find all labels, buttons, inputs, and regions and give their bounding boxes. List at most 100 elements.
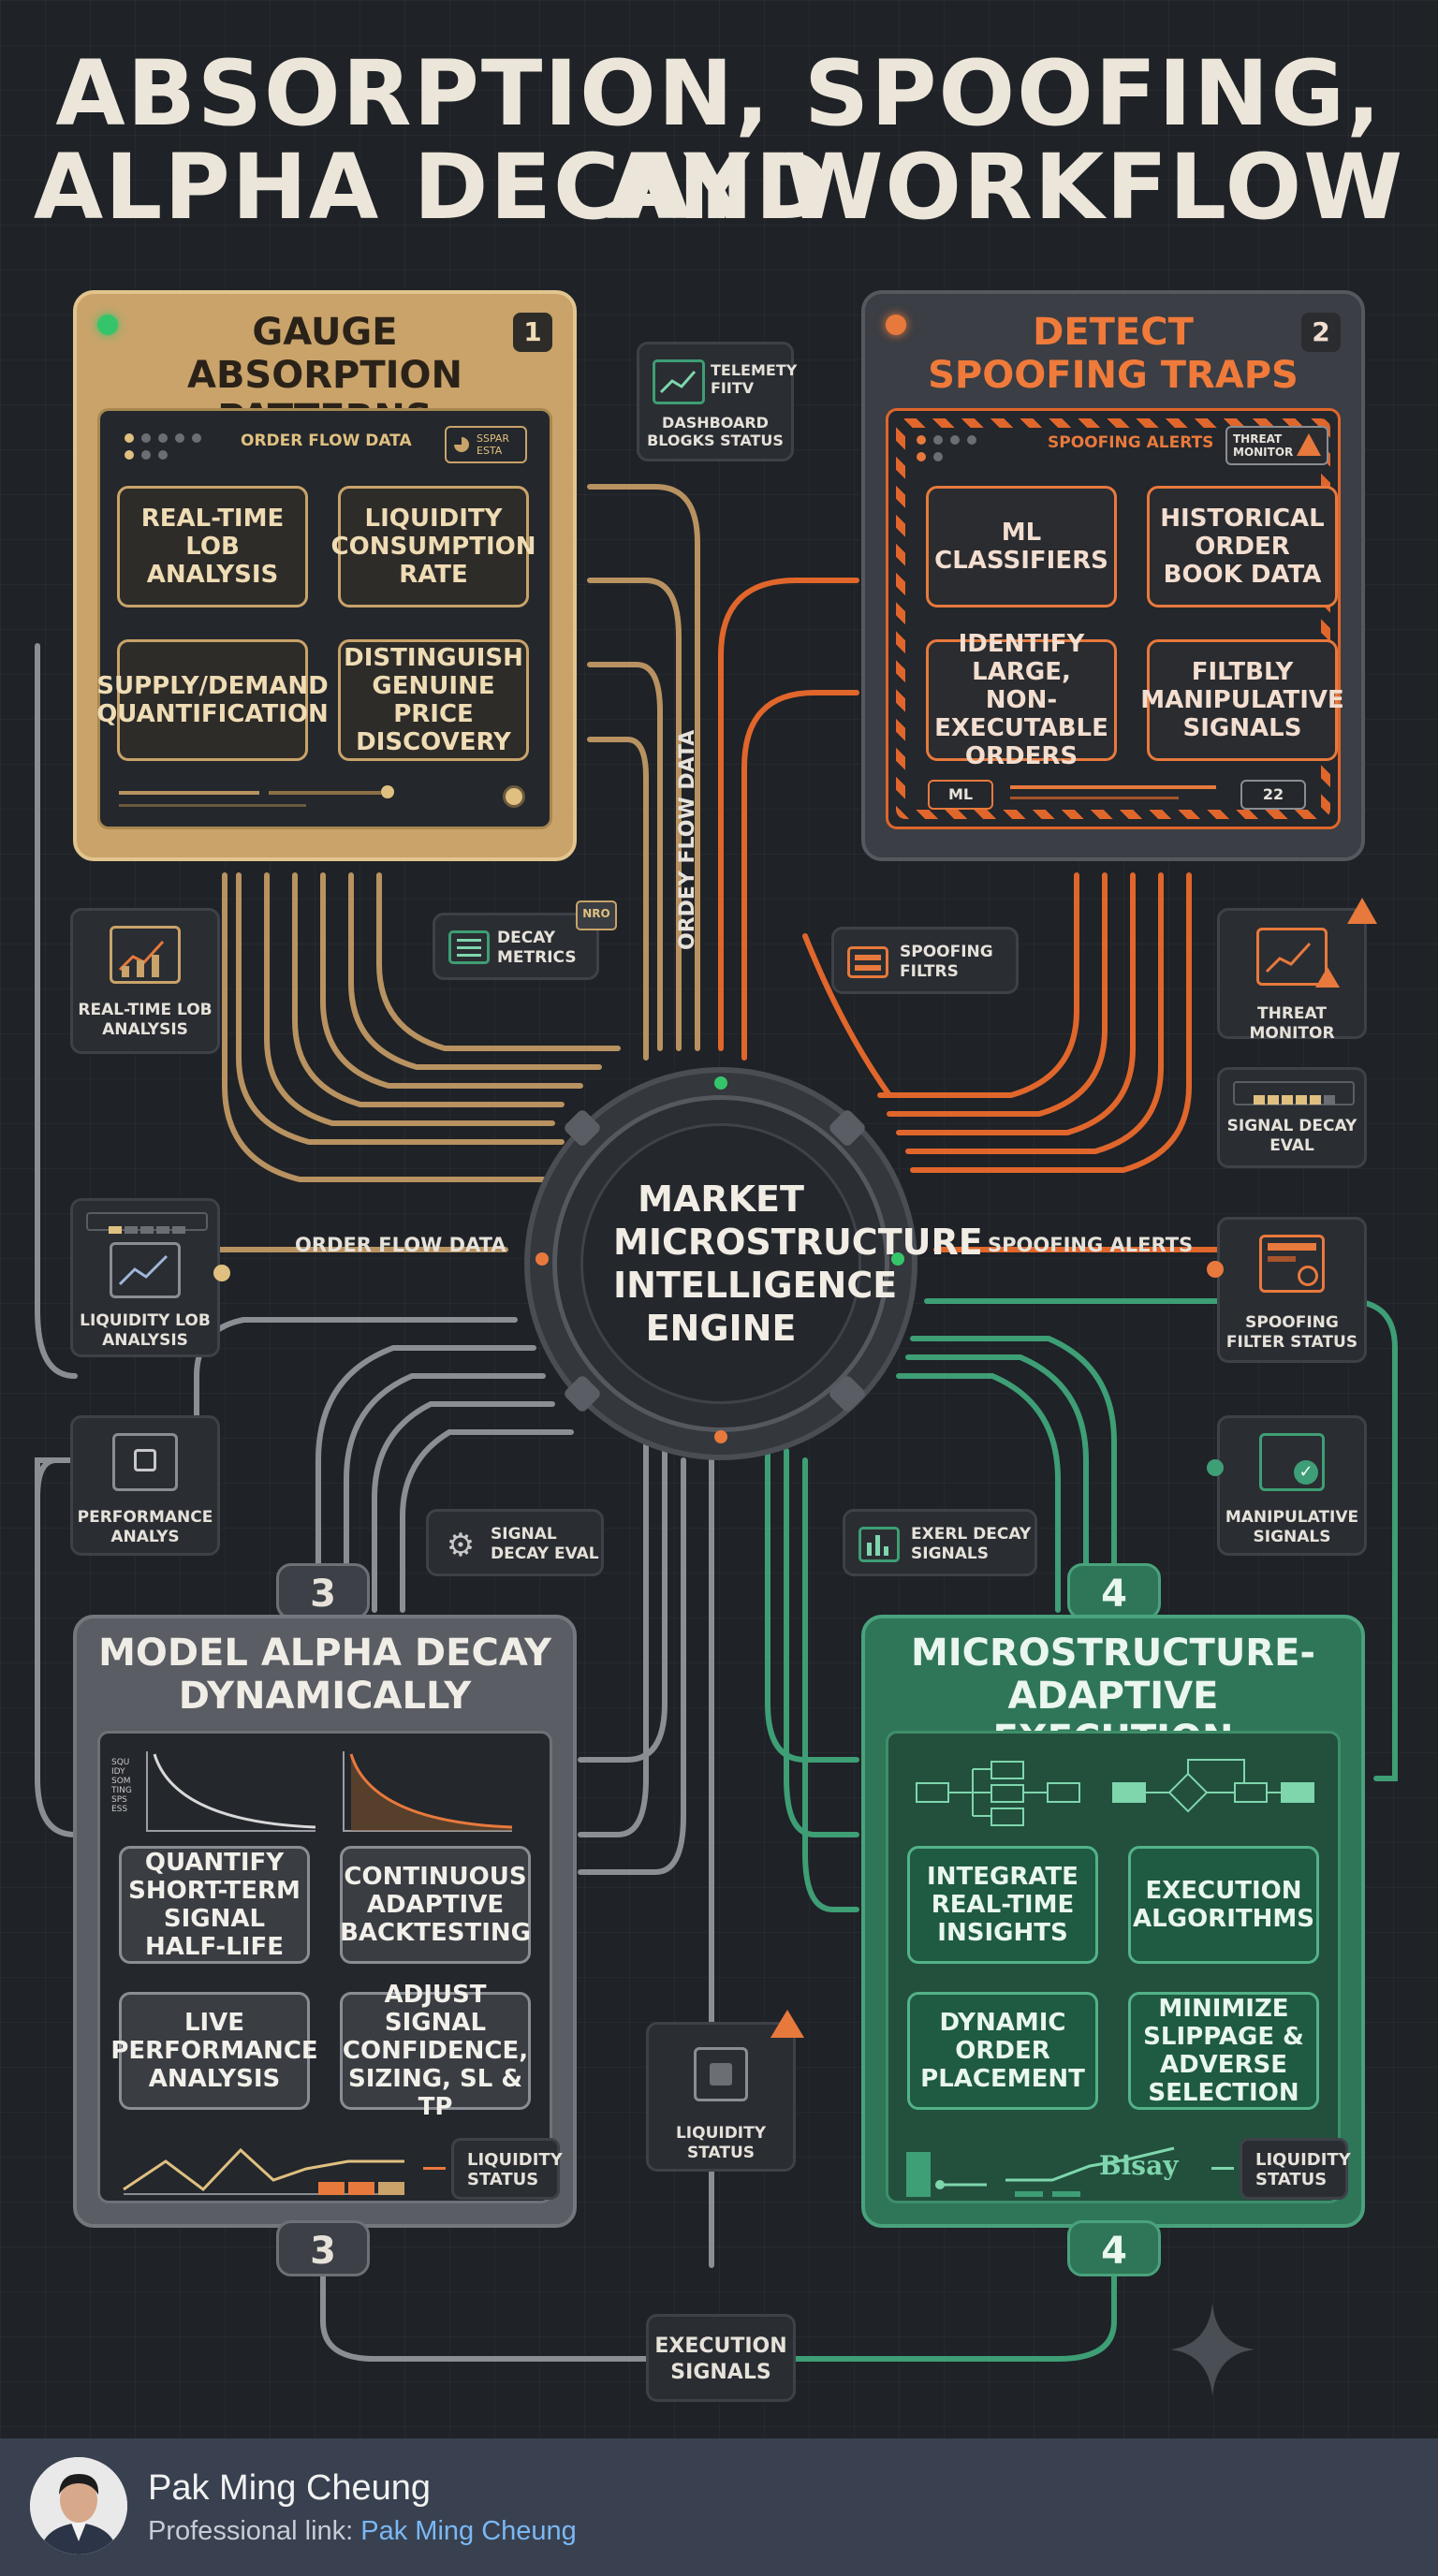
wire-green-5 — [765, 1448, 859, 1763]
panel-inner: SQUIDY SOMTING SPS ESS QUANTIFY SHORT-TE… — [97, 1731, 552, 2203]
chip-label: LIQUIDITY STATUS — [675, 2124, 767, 2162]
wire-gold-7 — [222, 872, 546, 1182]
chart-caption: SQUIDY SOMTING SPS ESS — [111, 1758, 132, 1814]
panel-4-top-tab: 4 — [1067, 1563, 1161, 1619]
wire-orange-1 — [877, 872, 1079, 1098]
chip-performance: PERFORMANCE ANALYS — [70, 1415, 220, 1556]
decay-curve-orange — [343, 1751, 513, 1832]
wire-orange-3 — [896, 872, 1136, 1135]
header-label: SPOOFING ALERTS — [1048, 433, 1214, 452]
chip-label: REAL-TIME LOB ANALYSIS — [78, 1001, 213, 1039]
wire-gray-12 — [35, 1457, 115, 1500]
connector-dot — [1207, 1261, 1224, 1278]
chip-spoofing-filters: SPOOFING FILTRS — [831, 927, 1019, 994]
wire-orange-6 — [718, 578, 859, 1051]
chip-label: THREAT MONITOR — [1249, 1004, 1335, 1043]
wire-green-1 — [896, 1373, 1061, 1613]
chip-decay-metrics: DECAY METRICS NRO — [433, 900, 617, 980]
page-title-line-2: ALPHA DECAY WORKFLOW — [33, 135, 1405, 240]
warning-icon — [1315, 967, 1340, 988]
engine-indicator — [891, 1252, 904, 1266]
box-adjust-signal: ADJUST SIGNAL CONFIDENCE, SIZING, SL & T… — [340, 1981, 531, 2121]
connector-dot — [1207, 1459, 1224, 1476]
pie-icon — [454, 437, 469, 452]
engine-core: MARKET MICROSTRUCTURE INTELLIGENCE ENGIN… — [580, 1123, 983, 1404]
warning-icon — [1297, 433, 1321, 456]
filter-icon — [847, 946, 888, 978]
wire-green-2 — [905, 1354, 1089, 1613]
box-minimize-slippage: MINIMIZE SLIPPAGE & ADVERSE SELECTION — [1128, 1992, 1319, 2110]
chip-label: LIQUIDITY LOB ANALYSIS — [80, 1311, 211, 1350]
chip-label: SPOOFING FILTER STATUS — [1225, 1313, 1358, 1352]
panel-3-top-tab: 3 — [276, 1563, 370, 1619]
wire-gray-10 — [35, 1457, 78, 1837]
calendar-check-icon — [1259, 1235, 1325, 1293]
connector-dot — [213, 1265, 230, 1281]
chip-label: EXERL DECAY SIGNALS — [911, 1525, 1032, 1563]
chart-label: Bisay — [1099, 2150, 1179, 2181]
footer-chip-right: 22 — [1240, 780, 1306, 810]
warning-icon — [1347, 898, 1377, 924]
panel-title-line-1: DETECT — [1033, 311, 1194, 354]
threat-badge: THREAT MONITOR — [1225, 426, 1328, 465]
warning-icon — [770, 2010, 804, 2038]
panel-absorption: 1 GAUGE ABSORPTION PATTERNS ORDER FLOW D… — [73, 290, 577, 861]
wire-orange-9 — [802, 933, 892, 1098]
wire-gold-11 — [587, 662, 663, 1051]
engine-label: MARKET MICROSTRUCTURE INTELLIGENCE ENGIN… — [613, 1178, 983, 1349]
panel-title-line-1: MICROSTRUCTURE-ADAPTIVE — [910, 1632, 1316, 1718]
panel-3-bottom-tab: 3 — [276, 2220, 370, 2276]
footer-chip-left: ML — [928, 780, 993, 810]
wire-gold-4 — [320, 872, 583, 1089]
chip-real-time-lob: REAL-TIME LOB ANALYSIS — [70, 908, 220, 1054]
flowchart-icon — [916, 1759, 1314, 1826]
panel-title: MODEL ALPHA DECAY DYNAMICALLY — [77, 1632, 573, 1718]
author-avatar — [30, 2457, 127, 2554]
wire-gold-9 — [587, 484, 700, 1051]
chip-liquidity-lob: LIQUIDITY LOB ANALYSIS — [70, 1198, 230, 1357]
wire-orange-5 — [910, 872, 1192, 1173]
panel-title-line-2: SPOOFING TRAPS — [928, 354, 1299, 397]
box-live-performance: LIVE PERFORMANCE ANALYSIS — [110, 1992, 318, 2110]
wire-gray-13 — [35, 643, 78, 1379]
chart-icon — [110, 926, 181, 984]
knob-icon — [503, 785, 525, 808]
box-historical-order-book: HISTORICAL ORDER BOOK DATA — [1147, 486, 1338, 607]
box-genuine-price: DISTINGUISH GENUINE PRICE DISCOVERY — [338, 639, 529, 761]
badge-label: THREAT MONITOR — [1233, 432, 1294, 459]
cpu-icon — [694, 2047, 748, 2101]
chip-label: DASHBOARD BLOGKS STATUS — [647, 414, 784, 449]
professional-link-line: Professional link: Pak Ming Cheung — [148, 2516, 577, 2547]
panel-number: 1 — [513, 313, 552, 352]
engine-indicator — [536, 1252, 549, 1266]
box-supply-demand: SUPPLY/DEMAND QUANTIFICATION — [96, 639, 329, 761]
chip-label: SPOOFING FILTRS — [900, 943, 993, 981]
bar-chart-icon — [858, 1527, 900, 1562]
chip-signal-decay-eval-left: ⚙ SIGNAL DECAY EVAL — [426, 1509, 604, 1576]
chip-threat-monitor: THREAT MONITOR — [1217, 898, 1377, 1043]
led-bar-icon — [86, 1212, 208, 1234]
wire-gold-3 — [292, 872, 565, 1107]
chip-liquidity-status-center: LIQUIDITY STATUS — [646, 2010, 804, 2172]
wire-green-6 — [802, 1457, 859, 1912]
sparkle-icon — [1170, 2303, 1255, 2396]
professional-link[interactable]: Pak Ming Cheung — [360, 2516, 577, 2546]
liquidity-status-label: LIQUIDITY STATUS — [1240, 2138, 1351, 2200]
panel-title: DETECT SPOOFING TRAPS — [865, 311, 1361, 397]
check-icon: ✓ — [1259, 1433, 1325, 1491]
panel-alpha-decay: MODEL ALPHA DECAY DYNAMICALLY SQUIDY SOM… — [73, 1615, 577, 2228]
line-chart-icon — [110, 1242, 181, 1298]
chip-signal-decay-eval-right: SIGNAL DECAY EVAL — [1217, 1067, 1367, 1168]
chip-title: TELEMETY FIITV — [711, 361, 798, 397]
footer-bar — [0, 2438, 1438, 2576]
chip-label: SIGNAL DECAY EVAL — [491, 1525, 599, 1563]
wire-gray-3 — [372, 1401, 555, 1613]
status-led-orange — [886, 315, 906, 335]
engine-indicator — [714, 1430, 727, 1443]
metrics-icon — [448, 930, 490, 964]
panel-title-line-1: GAUGE — [252, 311, 398, 354]
wire-gray-9 — [194, 1317, 518, 1463]
chip-exerl-decay: EXERL DECAY SIGNALS — [843, 1509, 1037, 1576]
panel-execution: MICROSTRUCTURE-ADAPTIVE EXECUTION INTEGR… — [861, 1615, 1365, 2228]
wire-orange-2 — [887, 872, 1108, 1117]
